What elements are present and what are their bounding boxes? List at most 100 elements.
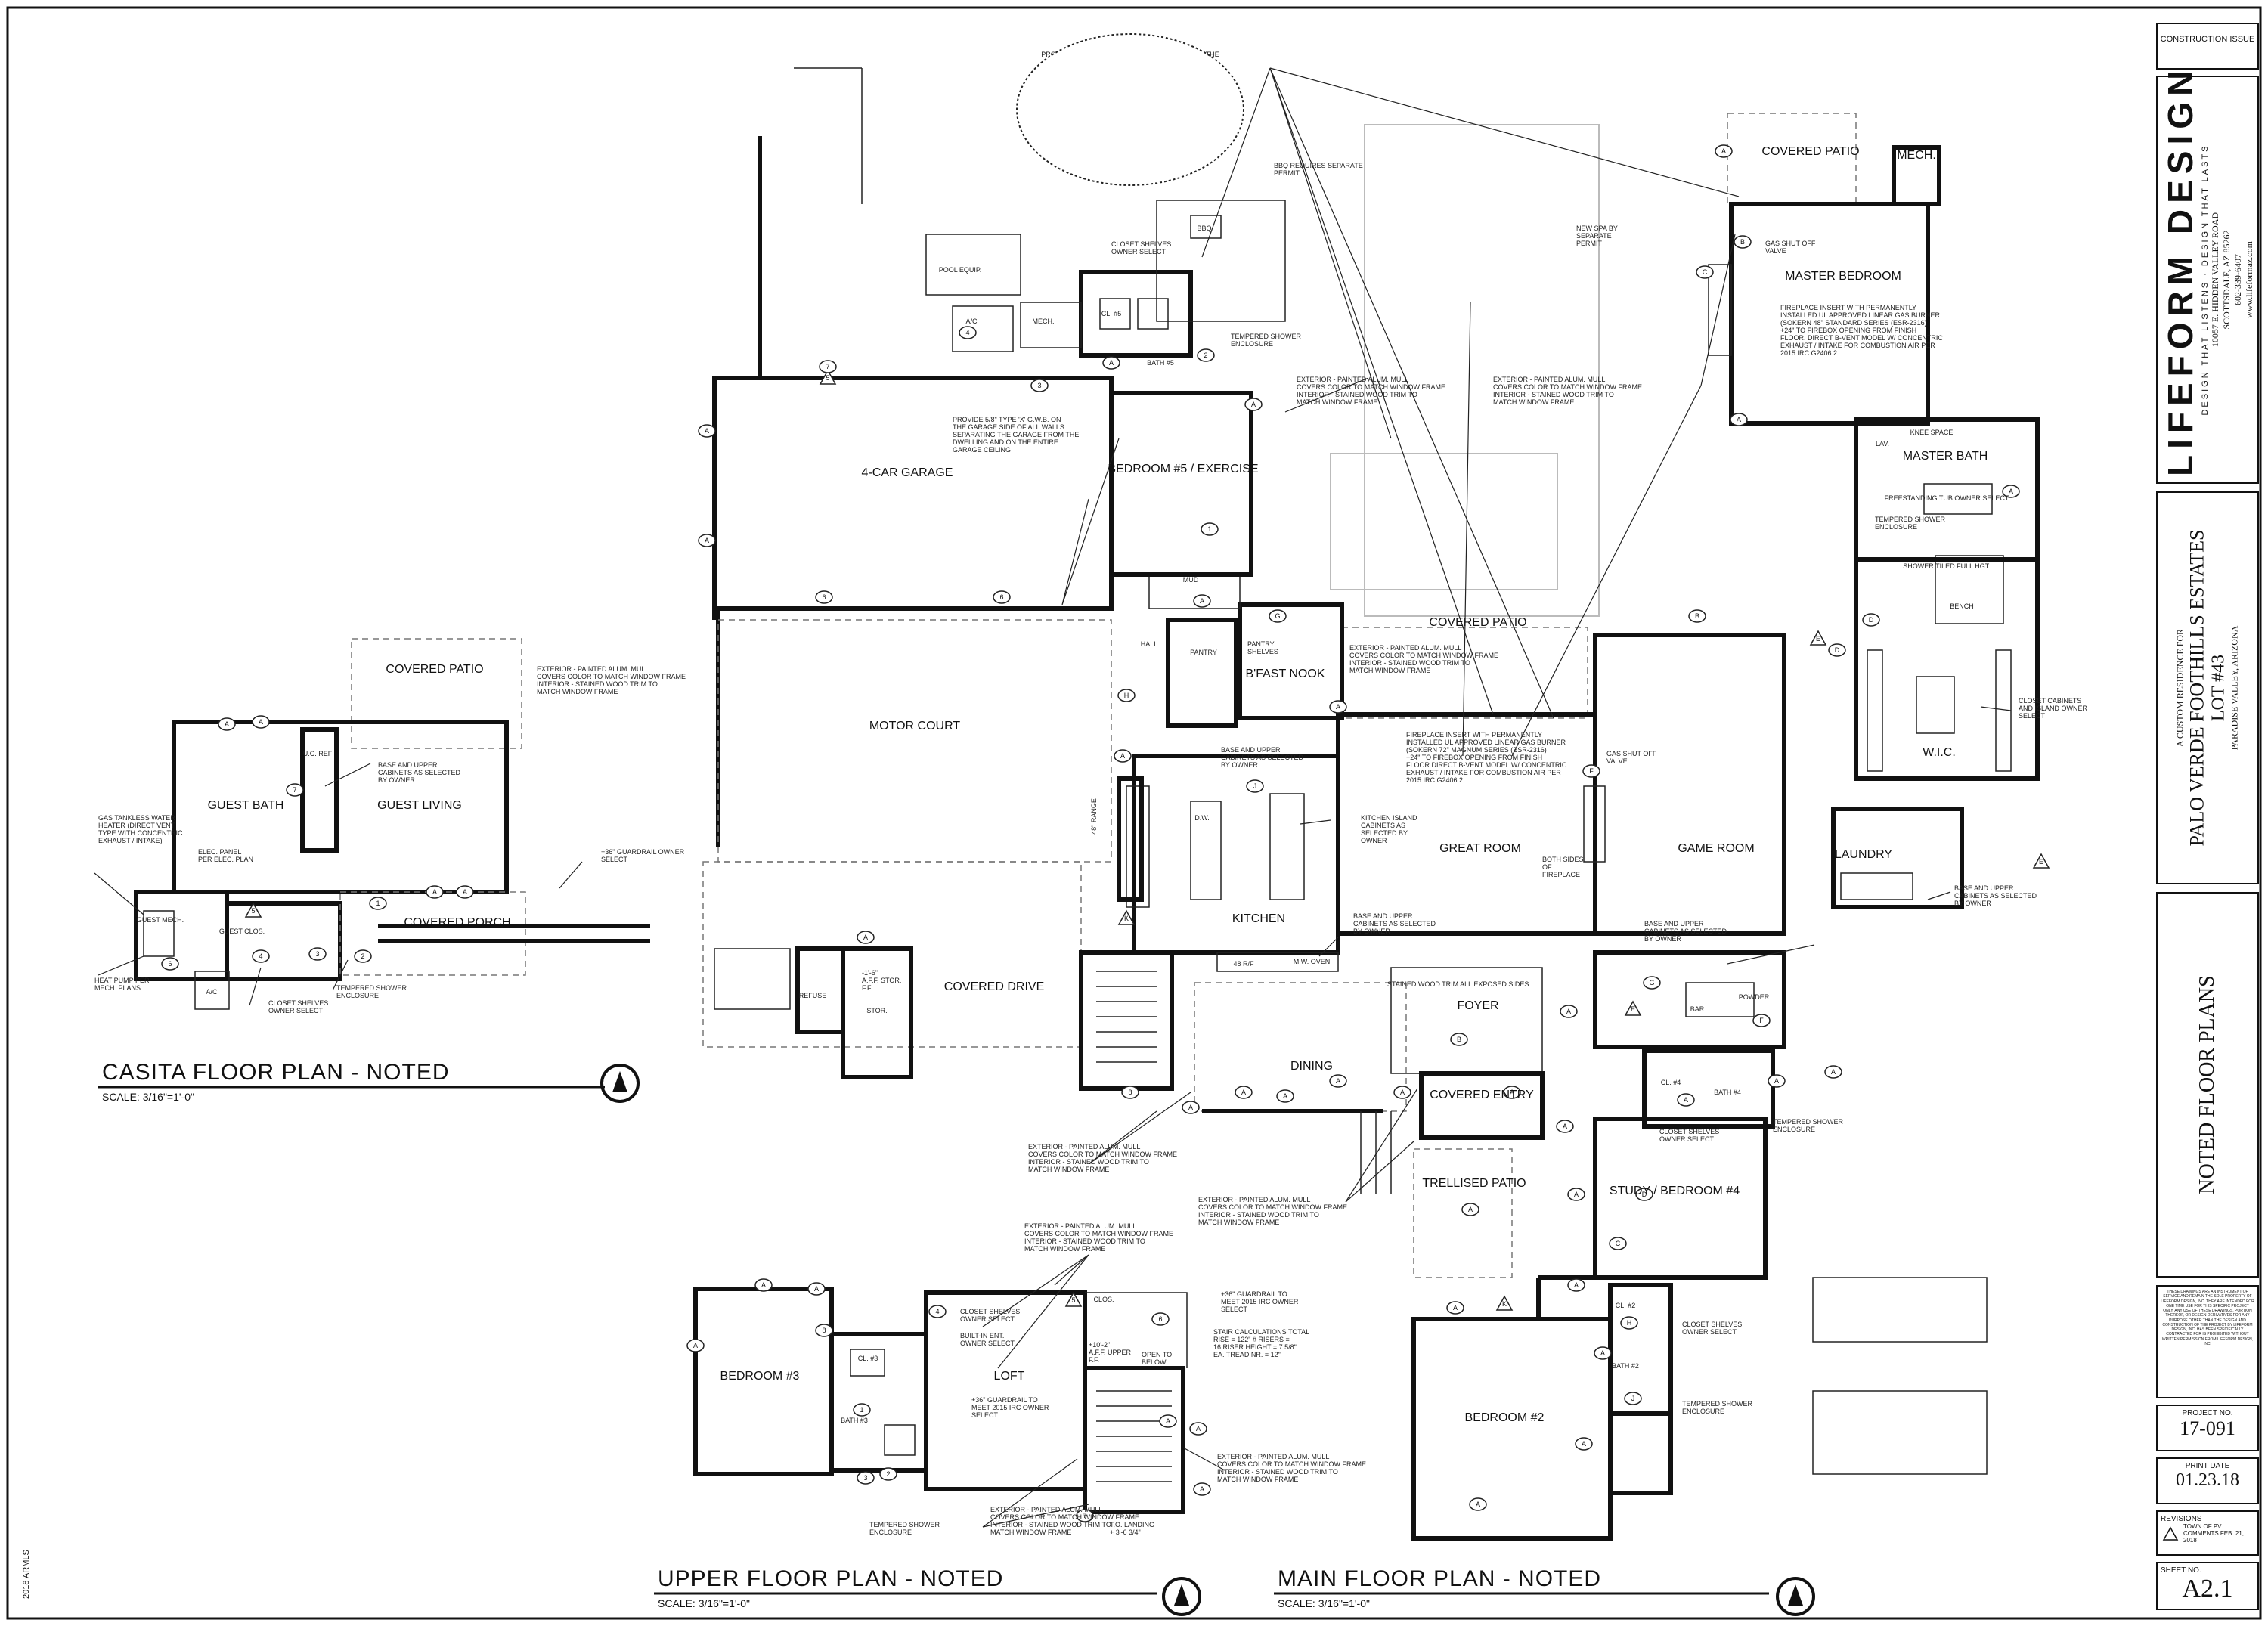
reference-tag: D [1635, 1188, 1653, 1201]
label-pool-equip: POOL EQUIP. [939, 266, 982, 274]
reference-tag-label: A [1737, 416, 1741, 423]
reference-tag: 8 [1121, 1086, 1139, 1099]
reference-tag: B [1688, 609, 1706, 623]
reference-tag-label: 4 [935, 1308, 939, 1315]
separate-permits-box [1812, 1390, 1988, 1475]
reference-tag: G [1643, 976, 1661, 990]
reference-tag-label: D [1835, 646, 1840, 654]
label-bath3: BATH #3 [841, 1417, 868, 1424]
copyright-box: THESE DRAWINGS ARE AN INSTRUMENT OF SERV… [2156, 1285, 2259, 1398]
label-shower: SHOWER TILED FULL HGT. [1903, 562, 1991, 570]
project-no-box: PROJECT NO. 17-091 [2156, 1405, 2259, 1451]
room-wic: W.I.C. [1923, 746, 1956, 759]
label-bath4: BATH #4 [1714, 1089, 1741, 1096]
reference-tag-label: A [1566, 1008, 1571, 1015]
upper-plan-title: UPPER FLOOR PLAN - NOTED [658, 1566, 1003, 1591]
reference-tag-label: 6 [999, 593, 1003, 601]
reference-tag-label: 8 [1128, 1089, 1132, 1096]
reference-tag: K [1117, 909, 1136, 925]
reference-tag-label: 6 [1158, 1315, 1162, 1323]
label-cl5: CL. #5 [1101, 310, 1122, 317]
reference-tag-label: E [1631, 1005, 1635, 1013]
reference-tag-label: A [2009, 488, 2013, 495]
reference-tag-label: 7 [826, 363, 829, 370]
built-in-note: BUILT-IN ENT.OWNER SELECT [960, 1332, 1015, 1347]
reference-tag: H [1117, 689, 1136, 702]
reference-tag: F [1752, 1014, 1771, 1027]
firm-box: LIFEFORM DESIGN DESIGN THAT LISTENS · DE… [2156, 65, 2259, 484]
reference-tag: A [686, 1339, 705, 1352]
sheet-title-box: NOTED FLOOR PLANS [2156, 892, 2259, 1278]
label-bar: BAR [1690, 1005, 1705, 1013]
reference-tag: K [1495, 1295, 1514, 1311]
reference-tag: 6 [161, 957, 179, 971]
reference-tag-label: A [1283, 1092, 1287, 1100]
project-name: PALO VERDE FOOTHILLS ESTATES [2186, 529, 2208, 847]
label-bath2: BATH #2 [1612, 1362, 1639, 1370]
reference-tag: F [1582, 764, 1600, 778]
label-guest-mech: GUEST MECH. [137, 916, 184, 924]
reference-tag: A [1235, 1086, 1253, 1099]
reference-tag: J [1624, 1392, 1642, 1405]
reference-tag-label: A [693, 1342, 698, 1349]
label-hall: HALL [1141, 640, 1158, 648]
reference-tag: 2 [354, 949, 372, 963]
title-block: CONSTRUCTION ISSUE LIFEFORM DESIGN DESIG… [2156, 23, 2260, 1610]
reference-tag: 7 [286, 783, 304, 797]
laundry-walls [1831, 807, 1964, 909]
label-bath5: BATH #5 [1147, 359, 1174, 367]
sheet-no-box: SHEET NO. A2.1 [2156, 1562, 2259, 1610]
room-loft: LOFT [994, 1370, 1025, 1383]
reference-tag: 2 [879, 1467, 897, 1481]
reference-tag: A [1715, 144, 1733, 158]
revisions-label: REVISIONS [2161, 1515, 2202, 1523]
reference-tag-label: A [705, 537, 709, 544]
reference-tag-label: B [1457, 1036, 1461, 1043]
reference-tag-label: A [225, 720, 229, 728]
room-master-bath: MASTER BATH [1903, 450, 1988, 463]
reference-tag: 3 [308, 947, 327, 961]
reference-tag: C [1609, 1237, 1627, 1250]
reference-tag: A [1503, 1086, 1521, 1099]
project-lot: LOT #43 [2208, 654, 2229, 722]
reference-tag: 8 [815, 1324, 833, 1337]
label-cl2: CL. #2 [1616, 1302, 1636, 1309]
reference-tag-label: A [1476, 1501, 1480, 1508]
reference-tag: A [754, 1278, 773, 1292]
reference-tag-label: 3 [315, 950, 319, 958]
reference-tag: B [1450, 1033, 1468, 1046]
firm-city: SCOTTSDALE, AZ 85262 [2221, 230, 2232, 330]
casita-plan-scale: SCALE: 3/16"=1'-0" [102, 1091, 194, 1103]
reference-tag-label: 7 [1083, 1512, 1086, 1519]
reference-tag: E [2032, 853, 2050, 869]
reference-tag: A [1193, 594, 1211, 608]
reference-tag-label: A [1721, 147, 1726, 155]
reference-tag: A [1594, 1346, 1612, 1360]
project-intro: A CUSTOM RESIDENCE FOR [2174, 628, 2186, 748]
room-bedroom2: BEDROOM #2 [1465, 1411, 1545, 1424]
label-bench: BENCH [1950, 602, 1974, 610]
reference-tag-label: A [705, 427, 709, 435]
reference-tag: 5 [244, 902, 262, 918]
room-study: STUDY / BEDROOM #4 [1610, 1185, 1740, 1197]
reference-tag: D [1862, 613, 1880, 627]
